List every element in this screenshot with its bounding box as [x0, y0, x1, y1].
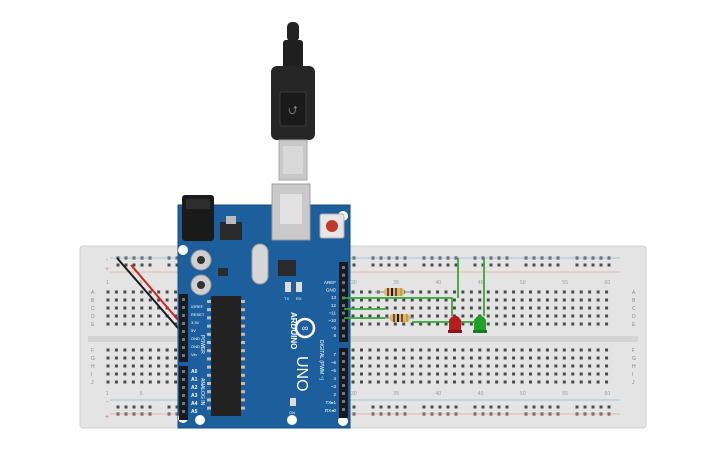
row-label: E	[632, 322, 636, 328]
resistor-1[interactable]	[375, 288, 412, 296]
digital-pin-label: 12	[331, 303, 337, 308]
tx-label: TX	[284, 296, 289, 301]
column-label: 60	[605, 391, 611, 397]
digital-pin-label: RX◂0	[325, 408, 337, 413]
analog-pin-label: A1	[191, 377, 198, 383]
row-label: G	[632, 356, 636, 362]
column-label: 35	[393, 280, 399, 286]
rail-minus-top: -	[106, 257, 109, 264]
analog-pin-label: A4	[191, 401, 198, 407]
digital-pin-label: 2	[333, 392, 336, 397]
column-label: 40	[436, 391, 442, 397]
infinity-logo-icon: ∞	[302, 323, 308, 333]
red-wire[interactable]	[130, 264, 185, 328]
row-label: B	[632, 298, 636, 304]
column-label: 50	[520, 280, 526, 286]
rail-minus-bottom: -	[106, 399, 109, 406]
analog-pin-label: A0	[191, 369, 198, 375]
digital-pin-label: AREF	[324, 280, 336, 285]
row-label: J	[632, 380, 635, 386]
row-label: B	[91, 298, 95, 304]
digital-pin-label: ~11	[329, 310, 337, 315]
digital-pin-label: ~5	[331, 368, 337, 373]
analog-pin-label: A2	[191, 385, 198, 391]
arduino-logo-text: ARDUINO	[289, 312, 298, 349]
column-label: 50	[520, 391, 526, 397]
digital-pin-label: TX▸1	[325, 400, 336, 405]
digital-header-label: DIGITAL (PWM ~)	[318, 340, 324, 380]
row-label: G	[91, 356, 95, 362]
power-pin-label: IOREF	[191, 304, 204, 309]
column-label: 30	[351, 280, 357, 286]
row-label: I	[91, 372, 92, 378]
column-label: 55	[562, 391, 568, 397]
uno-text: UNO	[293, 356, 310, 392]
column-label: 45	[478, 391, 484, 397]
usb-cable[interactable]: ⮍	[271, 22, 315, 181]
column-label: 5	[140, 391, 143, 397]
row-label: F	[91, 348, 94, 354]
digital-pin-label: ~6	[331, 360, 337, 365]
row-label: J	[91, 380, 94, 386]
row-label: D	[91, 314, 95, 320]
power-header[interactable]	[179, 294, 188, 362]
column-label: 30	[351, 391, 357, 397]
column-label: 5	[140, 280, 143, 286]
black-wire[interactable]	[116, 257, 185, 336]
red-led[interactable]	[448, 315, 462, 334]
column-label: 45	[478, 280, 484, 286]
row-label: A	[632, 290, 636, 296]
analog-pin-label: A5	[191, 409, 198, 415]
row-label: D	[632, 314, 636, 320]
column-label: 1	[106, 280, 109, 286]
column-label: 35	[393, 391, 399, 397]
digital-header-bottom[interactable]	[339, 348, 348, 418]
power-pin-label: Vin	[191, 352, 197, 357]
digital-pin-label: 7	[333, 352, 336, 357]
column-label: 40	[436, 280, 442, 286]
row-label: A	[91, 290, 95, 296]
row-label: F	[632, 348, 635, 354]
digital-pin-label: GND	[326, 288, 337, 293]
power-pin-label: RESET	[191, 312, 205, 317]
column-label: 60	[605, 280, 611, 286]
column-label: 55	[562, 280, 568, 286]
row-label: C	[632, 306, 636, 312]
digital-pin-label: 13	[331, 295, 337, 300]
resistor-2[interactable]	[385, 314, 414, 322]
rail-plus-bottom: +	[105, 414, 109, 421]
row-label: E	[91, 322, 95, 328]
power-pin-label: 5V	[191, 328, 196, 333]
signal-wires[interactable]	[344, 258, 485, 323]
green-led[interactable]	[473, 315, 487, 334]
on-label: ON	[289, 410, 295, 415]
digital-pin-label: ~10	[328, 318, 336, 323]
usb-icon: ⮍	[288, 103, 298, 117]
rx-label: RX	[296, 296, 302, 301]
power-header-label: POWER	[199, 335, 205, 354]
digital-pin-label: ~3	[331, 384, 337, 389]
row-label: I	[632, 372, 633, 378]
rail-plus-top: +	[105, 266, 109, 273]
row-label: H	[632, 364, 636, 370]
digital-pin-label: ~9	[331, 326, 337, 331]
row-label: C	[91, 306, 95, 312]
analog-pin-label: A3	[191, 393, 198, 399]
microcontroller-chip	[211, 296, 241, 416]
column-label: 1	[106, 391, 109, 397]
power-pin-label: GND	[191, 344, 200, 349]
analog-header[interactable]	[179, 366, 188, 420]
power-pin-label: 3.3V	[191, 320, 200, 325]
power-pin-label: GND	[191, 336, 200, 341]
digital-pin-label: 4	[333, 376, 336, 381]
arduino-uno-board[interactable]: TX RX ON ∞ ARDUINO UNO IOREF RESET 3.3V 5V G…	[177, 183, 351, 429]
digital-header-top[interactable]	[339, 262, 348, 342]
row-label: H	[91, 364, 95, 370]
analog-header-label: ANALOG IN	[199, 378, 205, 406]
digital-pin-label: 8	[333, 333, 336, 338]
